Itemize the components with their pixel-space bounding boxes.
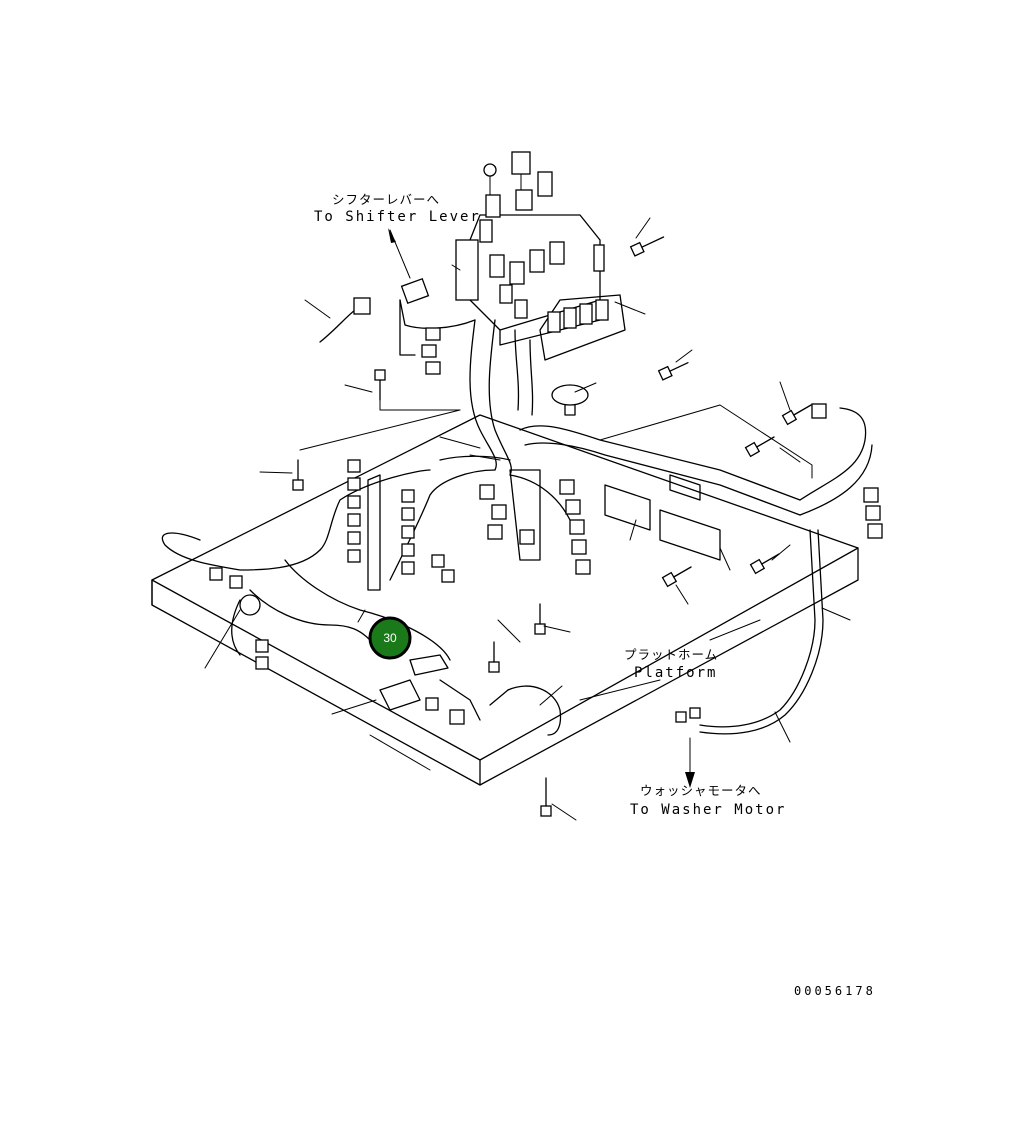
- washer-arrow: [675, 707, 701, 788]
- document-number: 00056178: [794, 984, 876, 998]
- shifter-label-jp: シフターレバーへ: [332, 192, 440, 207]
- bolt-icon: [540, 777, 552, 817]
- bolt-icon: [629, 236, 665, 257]
- platform-guide-lines: [299, 404, 813, 771]
- left-connector-strip: [347, 459, 455, 591]
- leader-lines: [259, 217, 851, 821]
- bolt-icon: [781, 404, 812, 426]
- bolt-icon: [744, 436, 775, 458]
- callout-marker[interactable]: 30: [368, 616, 412, 660]
- left-upper-connector: [304, 297, 441, 375]
- bottom-devices: [204, 567, 562, 736]
- shifter-connector: [388, 228, 476, 329]
- bolt-icon: [488, 641, 500, 673]
- main-harness-trunk: [319, 319, 873, 581]
- bolt-icon: [657, 362, 689, 381]
- bolt-icon: [661, 566, 692, 588]
- relay-fuse-block: [455, 151, 626, 361]
- center-relay-bank: [479, 469, 591, 575]
- platform-label-en: Platform: [634, 665, 717, 681]
- washer-label-jp: ウォッシャモータへ: [640, 783, 762, 798]
- right-end-connectors: [811, 403, 883, 539]
- bolt-icon: [292, 459, 304, 491]
- washer-harness: [699, 529, 824, 735]
- bolts: [292, 236, 812, 817]
- bolt-icon: [749, 553, 780, 575]
- bolt-icon: [534, 603, 546, 635]
- washer-label-en: To Washer Motor: [630, 802, 786, 818]
- platform-label-jp: プラットホーム: [624, 647, 718, 662]
- left-harness-branch: [161, 532, 451, 661]
- callout-number: 30: [383, 631, 397, 645]
- shifter-label-en: To Shifter Lever: [314, 209, 481, 225]
